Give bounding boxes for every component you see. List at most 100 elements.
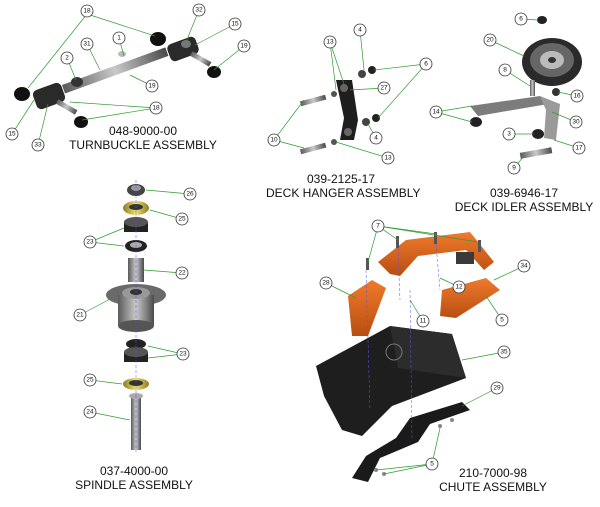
turnbuckle-drawing <box>14 32 221 128</box>
svg-text:19: 19 <box>148 83 156 90</box>
callout-di-16: 16 <box>570 89 584 103</box>
chute-caption: 210-7000-98 CHUTE ASSEMBLY <box>426 466 560 494</box>
svg-text:7: 7 <box>376 223 380 230</box>
svg-text:11: 11 <box>420 318 427 325</box>
callout-di-8: 8 <box>498 63 512 77</box>
callout-di-6: 6 <box>514 12 528 26</box>
svg-text:1: 1 <box>117 35 121 42</box>
svg-text:30: 30 <box>572 119 580 126</box>
svg-text:6: 6 <box>424 61 428 68</box>
callout-tb-2: 2 <box>60 51 74 65</box>
svg-text:26: 26 <box>186 191 194 198</box>
spindle-drawing <box>106 180 166 452</box>
callout-dh-13b: 13 <box>381 151 395 165</box>
svg-text:32: 32 <box>195 7 203 14</box>
svg-text:25: 25 <box>86 377 94 384</box>
svg-text:18: 18 <box>152 105 160 112</box>
svg-text:16: 16 <box>573 93 581 100</box>
callout-tb-15a: 15 <box>228 17 242 31</box>
callout-dh-27: 27 <box>377 81 391 95</box>
callout-sp-24: 24 <box>83 405 97 419</box>
svg-text:27: 27 <box>380 85 388 92</box>
callout-sp-25a: 25 <box>175 212 189 226</box>
turnbuckle-part-number: 048-9000-00 <box>108 124 178 138</box>
callout-tb-32: 32 <box>192 3 206 17</box>
callout-tb-19a: 19 <box>237 39 251 53</box>
callout-di-17: 17 <box>572 141 586 155</box>
deck-idler-callouts: 6 20 8 16 14 30 3 17 9 <box>429 12 586 175</box>
callout-sp-22: 22 <box>175 266 189 280</box>
callout-ch-29: 29 <box>490 381 504 395</box>
callout-dh-13a: 13 <box>323 35 337 49</box>
svg-text:35: 35 <box>500 349 508 356</box>
svg-text:33: 33 <box>34 142 42 149</box>
deck-hanger-assembly: 13 4 6 27 10 4 13 <box>267 23 433 165</box>
callout-tb-15b: 15 <box>5 127 19 141</box>
callout-tb-31: 31 <box>80 37 94 51</box>
callout-tb-18b: 18 <box>149 101 163 115</box>
deck-idler-caption: 039-6946-17 DECK IDLER ASSEMBLY <box>452 186 596 214</box>
turnbuckle-title: TURNBUCKLE ASSEMBLY <box>69 138 217 152</box>
svg-text:23: 23 <box>179 351 187 358</box>
svg-text:14: 14 <box>432 109 440 116</box>
svg-text:24: 24 <box>86 409 94 416</box>
callout-dh-10: 10 <box>267 133 281 147</box>
svg-text:8: 8 <box>503 67 507 74</box>
callout-di-14: 14 <box>429 105 443 119</box>
spindle-assembly: 26 25 23 22 21 23 25 24 <box>73 180 197 452</box>
chute-drawing <box>316 232 500 482</box>
callout-ch-5a: 5 <box>495 313 509 327</box>
svg-text:4: 4 <box>358 27 362 34</box>
callout-dh-6: 6 <box>419 57 433 71</box>
svg-text:10: 10 <box>270 137 278 144</box>
chute-title: CHUTE ASSEMBLY <box>439 480 547 494</box>
callout-tb-1: 1 <box>112 31 126 45</box>
svg-text:23: 23 <box>86 239 94 246</box>
svg-text:2: 2 <box>65 55 69 62</box>
svg-text:6: 6 <box>519 16 523 23</box>
svg-text:17: 17 <box>575 145 583 152</box>
svg-text:9: 9 <box>512 165 516 172</box>
svg-text:15: 15 <box>8 131 16 138</box>
callout-dh-4b: 4 <box>369 131 383 145</box>
callout-tb-33: 33 <box>31 138 45 152</box>
spindle-caption: 037-4000-00 SPINDLE ASSEMBLY <box>64 464 204 492</box>
deck-hanger-title: DECK HANGER ASSEMBLY <box>266 186 421 200</box>
spindle-part-number: 037-4000-00 <box>99 464 169 478</box>
callout-tb-19b: 19 <box>145 79 159 93</box>
deck-idler-title: DECK IDLER ASSEMBLY <box>454 200 594 214</box>
spindle-callouts: 26 25 23 22 21 23 25 24 <box>73 187 197 421</box>
svg-text:13: 13 <box>384 155 392 162</box>
callout-di-20: 20 <box>483 33 497 47</box>
callout-ch-28: 28 <box>319 276 333 290</box>
deck-idler-assembly: 6 20 8 16 14 30 3 17 9 <box>429 12 586 175</box>
callout-sp-23b: 23 <box>176 347 190 361</box>
callout-sp-23a: 23 <box>83 235 97 249</box>
svg-text:5: 5 <box>430 461 434 468</box>
spindle-title: SPINDLE ASSEMBLY <box>75 478 193 492</box>
svg-text:3: 3 <box>507 131 511 138</box>
turnbuckle-caption: 048-9000-00 TURNBUCKLE ASSEMBLY <box>68 124 218 152</box>
svg-text:15: 15 <box>231 21 239 28</box>
svg-text:31: 31 <box>83 41 91 48</box>
svg-text:34: 34 <box>520 263 528 270</box>
svg-text:20: 20 <box>486 37 494 44</box>
callout-ch-12: 12 <box>452 280 466 294</box>
callout-dh-4a: 4 <box>353 23 367 37</box>
svg-text:22: 22 <box>178 270 186 277</box>
callout-di-9: 9 <box>507 161 521 175</box>
turnbuckle-callouts: 18 32 15 1 31 2 19 19 18 15 33 <box>5 3 251 152</box>
svg-text:12: 12 <box>455 284 463 291</box>
svg-text:5: 5 <box>500 317 504 324</box>
callout-ch-35: 35 <box>497 345 511 359</box>
deck-idler-part-number: 039-6946-17 <box>489 186 559 200</box>
chute-callouts: 7 34 28 12 11 5 35 29 5 <box>319 219 531 475</box>
callout-di-30: 30 <box>569 115 583 129</box>
svg-text:29: 29 <box>493 385 501 392</box>
chute-assembly: 7 34 28 12 11 5 35 29 5 <box>316 219 531 482</box>
callout-di-3: 3 <box>502 127 516 141</box>
callout-ch-7: 7 <box>371 219 385 233</box>
svg-text:18: 18 <box>83 8 91 15</box>
deck-hanger-drawing <box>299 66 380 155</box>
callout-ch-34: 34 <box>517 259 531 273</box>
